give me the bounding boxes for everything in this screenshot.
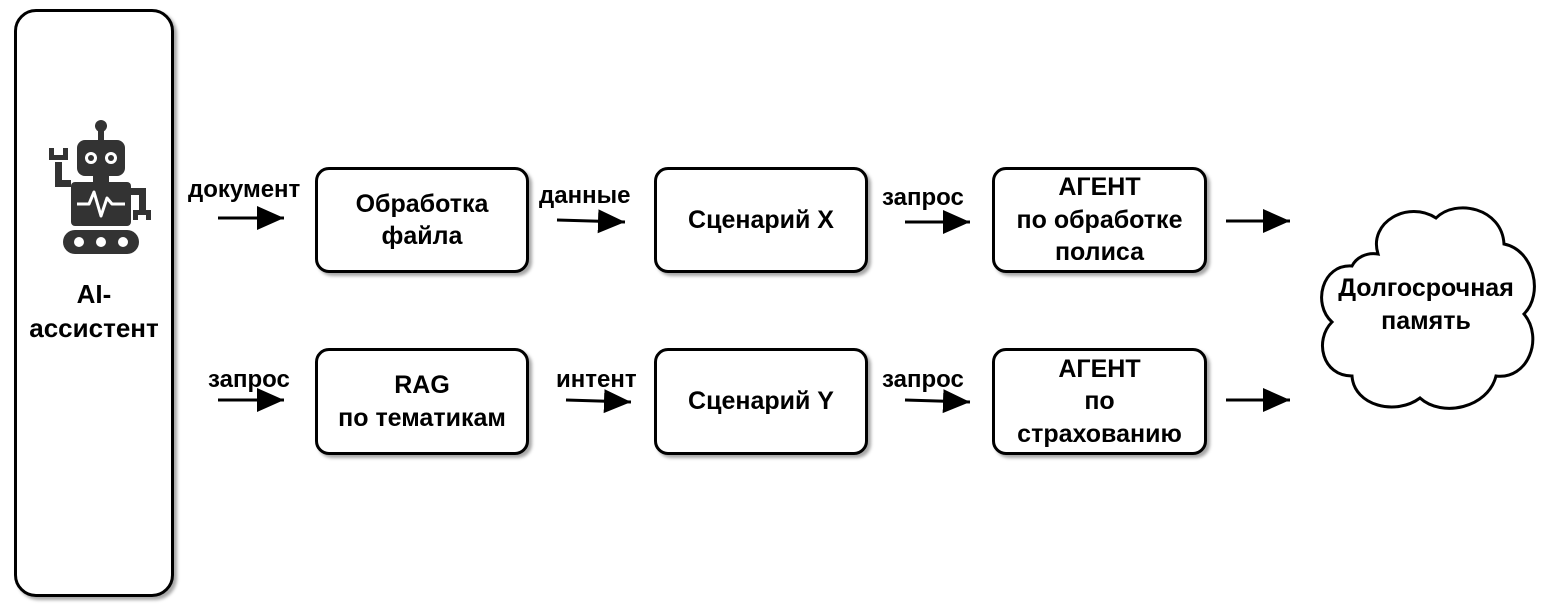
scenario-y-box: Сценарий Y: [654, 348, 868, 455]
insurance-agent-line2: по: [1084, 387, 1115, 416]
scenario-x-label: Сценарий X: [688, 205, 834, 234]
edge-label-request-row2: запрос: [882, 366, 964, 393]
policy-agent-line3: полиса: [1054, 238, 1145, 267]
robot-icon: [49, 120, 151, 254]
insurance-agent-line1: АГЕНТ: [1058, 354, 1141, 383]
memory-label-line2: память: [1381, 306, 1471, 335]
rag-box: RAG по тематикам: [315, 348, 529, 455]
edge-label-document: документ: [188, 176, 301, 203]
assistant-label: AI- ассистент: [17, 278, 171, 346]
assistant-label-line1: AI-: [76, 279, 112, 309]
cloud-icon: [1320, 206, 1536, 410]
file-processing-box: Обработка файла: [315, 167, 529, 273]
insurance-agent-box: АГЕНТ по страхованию: [992, 348, 1207, 455]
memory-label: Долгосрочная память: [1308, 272, 1544, 337]
arrow-row2-request: [904, 389, 971, 414]
ai-assistant-panel: AI- ассистент: [14, 9, 174, 597]
arrow-row1-data: [556, 209, 626, 234]
edge-label-data: данные: [539, 182, 631, 209]
policy-agent-box: АГЕНТ по обработке полиса: [992, 167, 1207, 273]
assistant-label-line2: ассистент: [29, 312, 159, 343]
long-term-memory: Долгосрочная память: [1308, 194, 1544, 422]
insurance-agent-line3: страхованию: [1017, 419, 1182, 448]
policy-agent-line1: АГЕНТ: [1058, 173, 1141, 202]
memory-label-line1: Долгосрочная: [1338, 274, 1514, 302]
rag-line2: по тематикам: [338, 403, 506, 432]
rag-line1: RAG: [394, 371, 450, 399]
edge-label-intent: интент: [556, 366, 637, 393]
policy-agent-line2: по обработке: [1016, 205, 1183, 234]
scenario-y-label: Сценарий Y: [688, 387, 834, 416]
edge-label-request-row1: запрос: [882, 184, 964, 211]
file-processing-line2: файла: [381, 222, 463, 250]
scenario-x-box: Сценарий X: [654, 167, 868, 273]
arrow-row2-intent: [565, 389, 632, 414]
file-processing-line1: Обработка: [355, 189, 489, 218]
edge-label-query: запрос: [208, 366, 290, 393]
